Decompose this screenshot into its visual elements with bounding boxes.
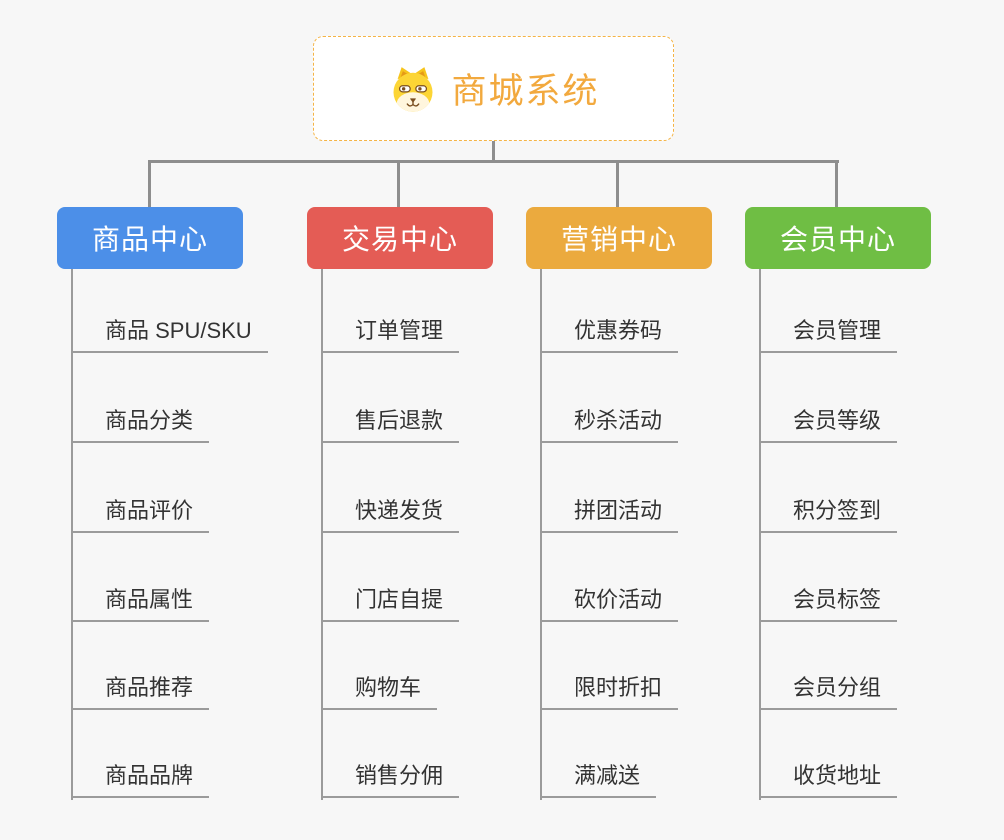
- child-node[interactable]: 积分签到: [759, 496, 898, 533]
- root-node-mall-system[interactable]: 商城系统: [313, 36, 674, 141]
- child-node[interactable]: 满减送: [540, 761, 657, 798]
- child-node[interactable]: 订单管理: [321, 316, 460, 353]
- child-node[interactable]: 商品属性: [71, 585, 210, 622]
- children-spine-product: [71, 269, 73, 800]
- dog-face-icon: [387, 65, 439, 113]
- child-node[interactable]: 会员分组: [759, 673, 898, 710]
- branch-node-marketing-center[interactable]: 营销中心: [526, 207, 712, 269]
- root-title: 商城系统: [451, 72, 600, 111]
- child-node[interactable]: 快递发货: [321, 496, 460, 533]
- child-node[interactable]: 购物车: [321, 673, 438, 710]
- connector-drop-product: [148, 160, 151, 208]
- child-node[interactable]: 商品分类: [71, 406, 210, 443]
- child-node[interactable]: 收货地址: [759, 761, 898, 798]
- child-node[interactable]: 售后退款: [321, 406, 460, 443]
- child-node[interactable]: 限时折扣: [540, 673, 679, 710]
- child-node[interactable]: 会员管理: [759, 316, 898, 353]
- child-node[interactable]: 会员等级: [759, 406, 898, 443]
- children-spine-member: [759, 269, 761, 800]
- child-node[interactable]: 商品推荐: [71, 673, 210, 710]
- child-node[interactable]: 商品品牌: [71, 761, 210, 798]
- child-node[interactable]: 销售分佣: [321, 761, 460, 798]
- connector-horizontal-bar: [148, 160, 839, 163]
- children-spine-marketing: [540, 269, 542, 800]
- child-node[interactable]: 秒杀活动: [540, 406, 679, 443]
- connector-drop-marketing: [616, 160, 619, 208]
- connector-root-stem: [492, 141, 495, 162]
- child-node[interactable]: 商品 SPU/SKU: [71, 316, 268, 353]
- connector-drop-trade: [397, 160, 400, 208]
- child-node[interactable]: 砍价活动: [540, 585, 679, 622]
- branch-node-member-center[interactable]: 会员中心: [745, 207, 931, 269]
- connector-drop-member: [835, 160, 838, 208]
- children-spine-trade: [321, 269, 323, 800]
- child-node[interactable]: 商品评价: [71, 496, 210, 533]
- branch-node-product-center[interactable]: 商品中心: [57, 207, 243, 269]
- child-node[interactable]: 门店自提: [321, 585, 460, 622]
- child-node[interactable]: 拼团活动: [540, 496, 679, 533]
- child-node[interactable]: 会员标签: [759, 585, 898, 622]
- branch-node-trade-center[interactable]: 交易中心: [307, 207, 493, 269]
- child-node[interactable]: 优惠券码: [540, 316, 679, 353]
